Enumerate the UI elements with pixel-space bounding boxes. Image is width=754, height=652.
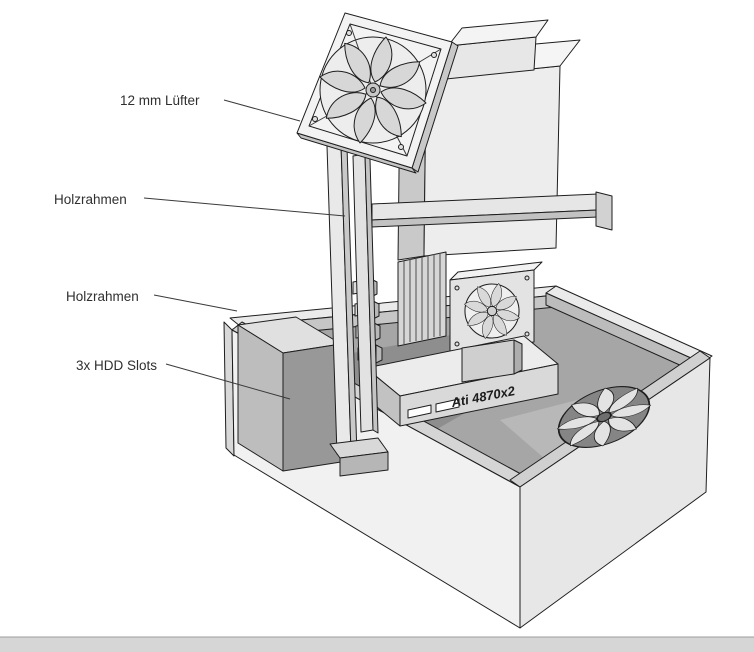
leader-line-fan	[223, 99, 301, 122]
screw-icon	[312, 116, 318, 122]
screw-icon	[454, 341, 460, 347]
fan-hub-center	[370, 87, 376, 93]
post-base-front	[339, 451, 389, 477]
label-holzrahmen-lower: Holzrahmen	[66, 289, 139, 304]
wood-frame-rail	[371, 191, 613, 231]
screw-icon	[454, 285, 460, 291]
label-3x-hdd-slots: 3x HDD Slots	[76, 358, 157, 373]
wood-frame-posts	[326, 143, 389, 477]
gpu-slot	[407, 404, 432, 419]
tower-step-top	[447, 19, 549, 47]
cpu-cooler	[449, 261, 543, 353]
leader-line-frame-upper	[143, 197, 346, 217]
west-corner-cap	[223, 321, 235, 457]
callouts: 12 mm Lüfter Holzrahmen Holzrahmen 3x HD…	[54, 93, 346, 400]
case-fan	[555, 385, 653, 449]
hdd-cage-front	[282, 343, 342, 472]
screw-icon	[524, 331, 530, 337]
connector-side	[375, 344, 383, 364]
screw-icon	[346, 30, 352, 36]
fan-blades	[319, 36, 427, 144]
heatsink	[397, 251, 447, 347]
rail-end-block	[595, 191, 613, 231]
fan-hub	[486, 305, 498, 317]
leader-line-hdd	[165, 363, 291, 400]
label-holzrahmen-upper: Holzrahmen	[54, 192, 127, 207]
tower-front-face	[423, 65, 561, 257]
gpu-slot	[435, 398, 460, 413]
hdd-cage	[237, 316, 342, 472]
screw-icon	[398, 144, 404, 150]
label-12mm-luefter: 12 mm Lüfter	[120, 93, 200, 108]
stand-side	[513, 339, 523, 375]
fan-hub	[596, 411, 612, 423]
screw-icon	[431, 52, 437, 58]
screw-icon	[524, 275, 530, 281]
cooler-fan	[463, 282, 521, 340]
top-fan-assembly	[296, 12, 459, 174]
status-bar	[0, 636, 754, 652]
cooler-stand	[461, 339, 523, 383]
leader-line-frame-lower	[153, 294, 238, 312]
stand-front	[461, 339, 515, 383]
status-bar-background	[0, 637, 754, 652]
